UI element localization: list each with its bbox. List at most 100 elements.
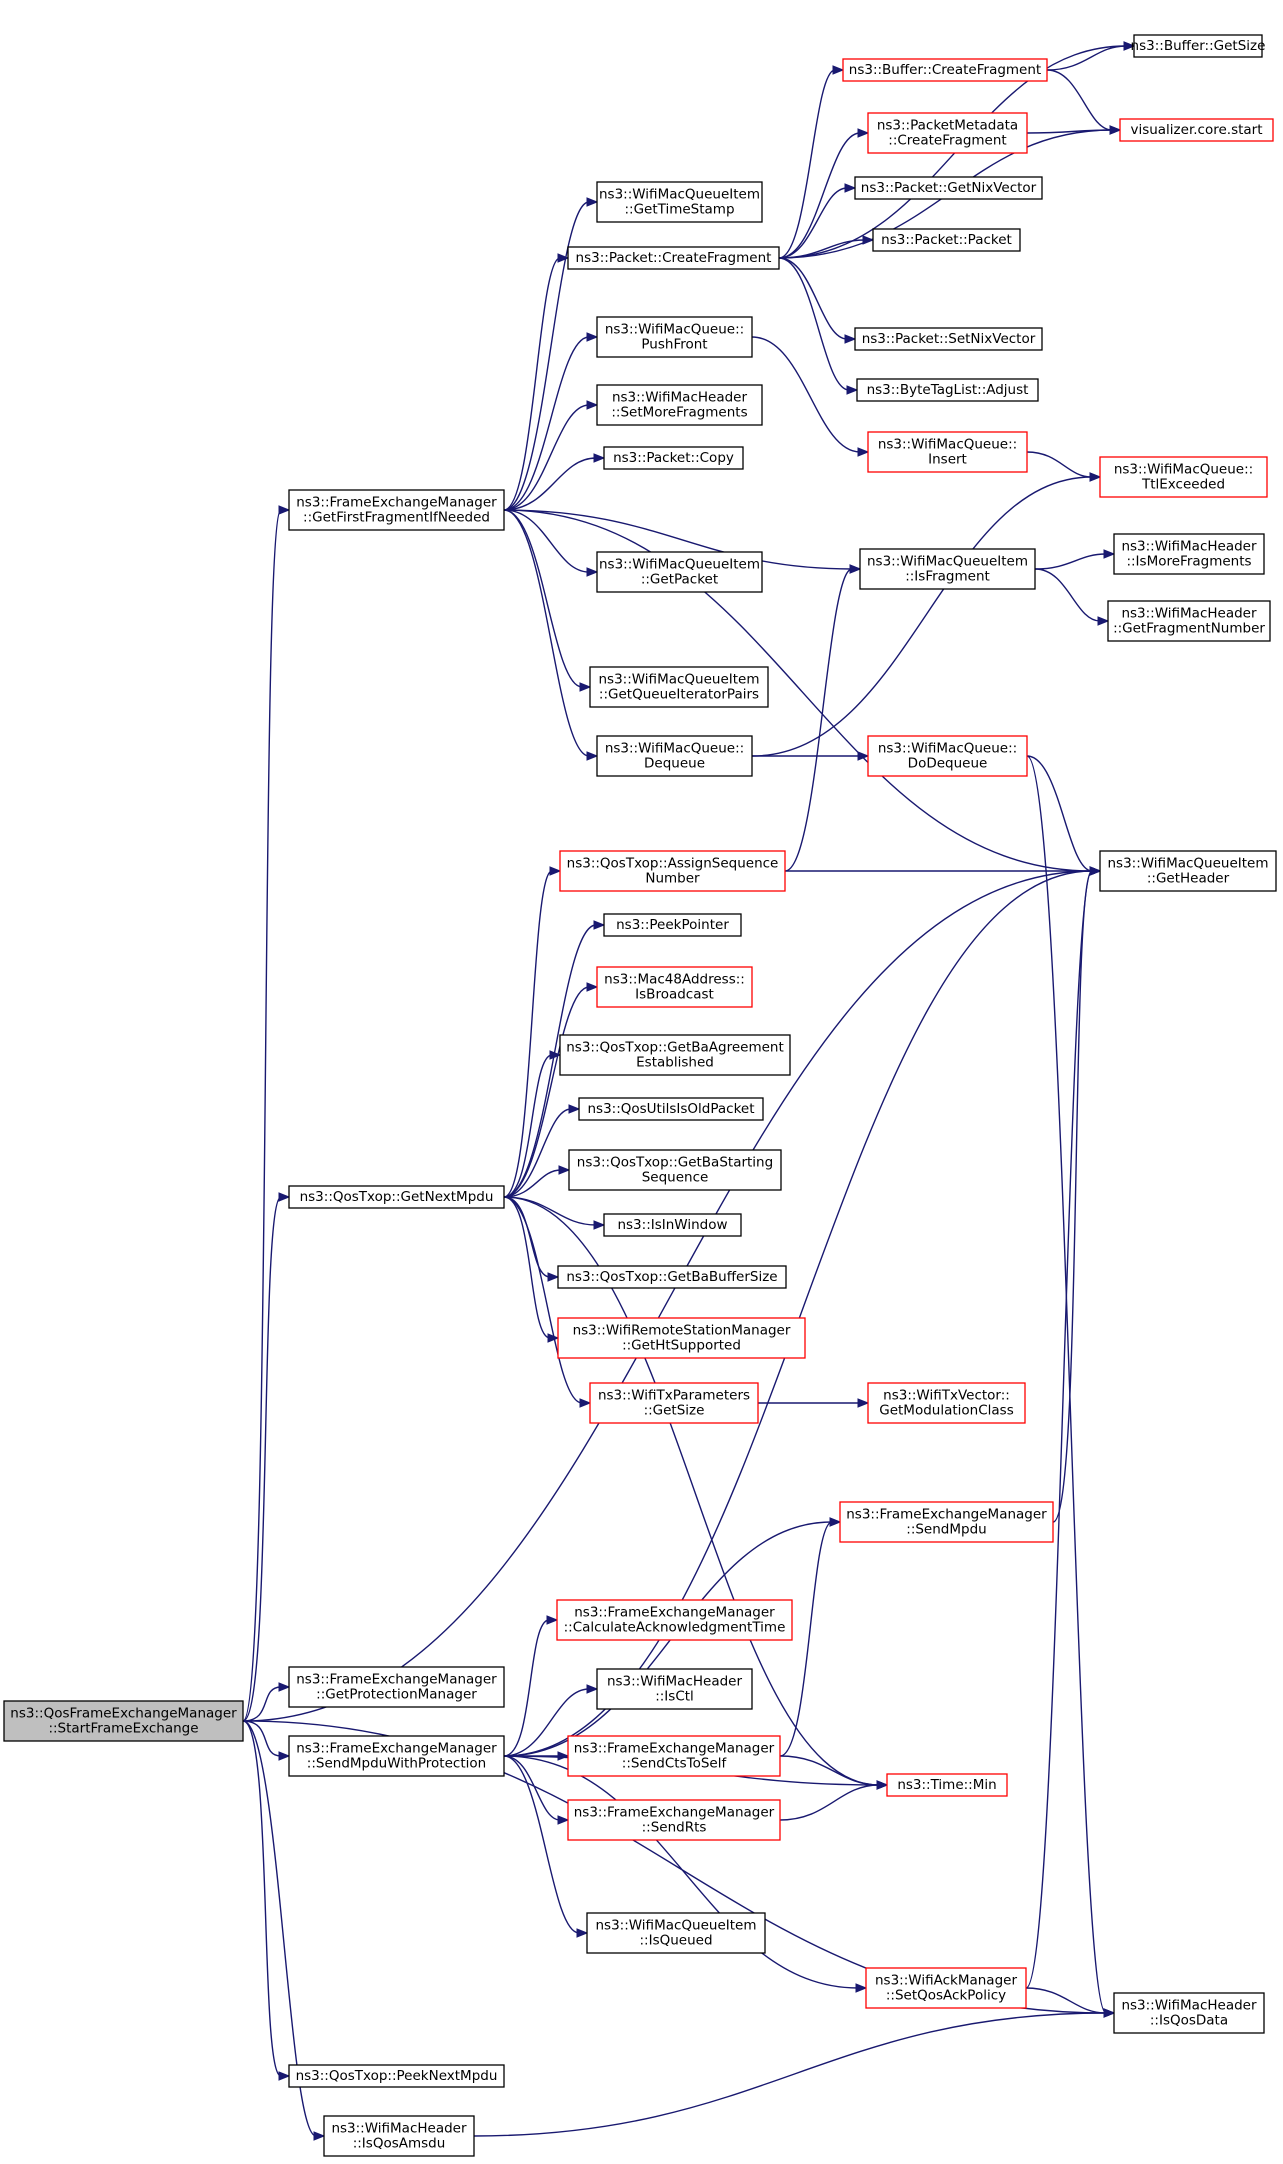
node-box[interactable] (557, 1265, 787, 1289)
node-box[interactable] (1119, 118, 1274, 142)
node-bufGetSize[interactable]: ns3::Buffer::GetSize (1131, 34, 1266, 58)
node-getFirstFrag[interactable]: ns3::FrameExchangeManager::GetFirstFragm… (288, 489, 505, 531)
node-vizStart[interactable]: visualizer.core.start (1119, 118, 1274, 142)
node-box[interactable] (842, 58, 1048, 82)
node-box[interactable] (603, 913, 742, 937)
node-box[interactable] (567, 246, 780, 270)
node-box[interactable] (867, 431, 1028, 473)
node-getNix[interactable]: ns3::Packet::GetNixVector (854, 176, 1043, 200)
node-box[interactable] (603, 1213, 742, 1237)
node-box[interactable] (865, 1967, 1027, 2009)
node-box[interactable] (854, 176, 1043, 200)
node-ttlExceeded[interactable]: ns3::WifiMacQueue::TtlExceeded (1099, 456, 1268, 498)
node-pktCreateFrag[interactable]: ns3::Packet::CreateFragment (567, 246, 780, 270)
node-sendMpdu[interactable]: ns3::FrameExchangeManager::SendMpdu (839, 1501, 1054, 1543)
node-sendMpduWP[interactable]: ns3::FrameExchangeManager::SendMpduWithP… (288, 1735, 505, 1777)
node-getHeader[interactable]: ns3::WifiMacQueueItem::GetHeader (1099, 850, 1277, 892)
node-box[interactable] (556, 1599, 793, 1641)
node-dequeue[interactable]: ns3::WifiMacQueue::Dequeue (596, 735, 753, 777)
node-box[interactable] (288, 1735, 505, 1777)
node-box[interactable] (3, 1700, 244, 1742)
node-box[interactable] (568, 1149, 782, 1191)
node-box[interactable] (1133, 34, 1263, 58)
node-getProtMgr[interactable]: ns3::FrameExchangeManager::GetProtection… (288, 1666, 505, 1708)
node-box[interactable] (567, 1799, 781, 1841)
node-packet[interactable]: ns3::Packet::Packet (872, 228, 1021, 252)
node-box[interactable] (867, 735, 1028, 777)
node-box[interactable] (603, 446, 744, 470)
node-adjust[interactable]: ns3::ByteTagList::Adjust (856, 378, 1039, 402)
node-root[interactable]: ns3::QosFrameExchangeManager::StartFrame… (3, 1700, 244, 1742)
node-txParamsSize[interactable]: ns3::WifiTxParameters::GetSize (589, 1382, 759, 1424)
node-isCtl[interactable]: ns3::WifiMacHeader::IsCtl (596, 1668, 753, 1710)
node-box[interactable] (589, 666, 769, 708)
node-box[interactable] (1107, 600, 1271, 642)
node-isMoreFrag[interactable]: ns3::WifiMacHeader::IsMoreFragments (1113, 533, 1265, 575)
node-getFragNum[interactable]: ns3::WifiMacHeader::GetFragmentNumber (1107, 600, 1271, 642)
node-doDequeue[interactable]: ns3::WifiMacQueue::DoDequeue (867, 735, 1028, 777)
node-box[interactable] (596, 384, 763, 426)
node-getPacket[interactable]: ns3::WifiMacQueueItem::GetPacket (596, 551, 763, 593)
node-peekPointer[interactable]: ns3::PeekPointer (603, 913, 742, 937)
node-box[interactable] (596, 316, 753, 358)
node-getBaBuf[interactable]: ns3::QosTxop::GetBaBufferSize (557, 1265, 787, 1289)
node-box[interactable] (856, 378, 1039, 402)
node-box[interactable] (559, 1034, 791, 1076)
node-bufCreateFrag[interactable]: ns3::Buffer::CreateFragment (842, 58, 1048, 82)
node-box[interactable] (859, 548, 1036, 590)
node-getTimeStamp[interactable]: ns3::WifiMacQueueItem::GetTimeStamp (596, 181, 763, 223)
node-isQosAmsdu[interactable]: ns3::WifiMacHeader::IsQosAmsdu (323, 2115, 475, 2157)
node-box[interactable] (288, 1185, 505, 1209)
node-sendCts[interactable]: ns3::FrameExchangeManager::SendCtsToSelf (567, 1735, 781, 1777)
node-box[interactable] (839, 1501, 1054, 1543)
node-box[interactable] (288, 1666, 505, 1708)
node-box[interactable] (1099, 456, 1268, 498)
node-box[interactable] (1113, 1992, 1265, 2034)
node-isOldPacket[interactable]: ns3::QosUtilsIsOldPacket (578, 1097, 764, 1121)
node-isInWindow[interactable]: ns3::IsInWindow (603, 1213, 742, 1237)
node-box[interactable] (288, 489, 505, 531)
node-getModClass[interactable]: ns3::WifiTxVector::GetModulationClass (867, 1382, 1026, 1424)
node-getNextMpdu[interactable]: ns3::QosTxop::GetNextMpdu (288, 1185, 505, 1209)
node-box[interactable] (596, 181, 763, 223)
node-box[interactable] (288, 2064, 505, 2088)
node-peekNextMpdu[interactable]: ns3::QosTxop::PeekNextMpdu (288, 2064, 505, 2088)
node-pktCopy[interactable]: ns3::Packet::Copy (603, 446, 744, 470)
node-box[interactable] (559, 850, 786, 892)
node-setNix[interactable]: ns3::Packet::SetNixVector (854, 327, 1043, 351)
node-insert[interactable]: ns3::WifiMacQueue::Insert (867, 431, 1028, 473)
node-box[interactable] (867, 112, 1028, 154)
node-box[interactable] (1099, 850, 1277, 892)
node-box[interactable] (586, 1912, 766, 1954)
node-box[interactable] (323, 2115, 475, 2157)
node-isFragment[interactable]: ns3::WifiMacQueueItem::IsFragment (859, 548, 1036, 590)
node-box[interactable] (872, 228, 1021, 252)
node-box[interactable] (578, 1097, 764, 1121)
node-getHtSup[interactable]: ns3::WifiRemoteStationManager::GetHtSupp… (557, 1317, 806, 1359)
node-box[interactable] (589, 1382, 759, 1424)
node-getQIP[interactable]: ns3::WifiMacQueueItem::GetQueueIteratorP… (589, 666, 769, 708)
node-box[interactable] (596, 966, 753, 1008)
node-setMoreFrag[interactable]: ns3::WifiMacHeader::SetMoreFragments (596, 384, 763, 426)
node-isQosData[interactable]: ns3::WifiMacHeader::IsQosData (1113, 1992, 1265, 2034)
node-pmCreateFrag[interactable]: ns3::PacketMetadata::CreateFragment (867, 112, 1028, 154)
node-pushFront[interactable]: ns3::WifiMacQueue::PushFront (596, 316, 753, 358)
node-box[interactable] (596, 1668, 753, 1710)
node-box[interactable] (596, 735, 753, 777)
node-isQueued[interactable]: ns3::WifiMacQueueItem::IsQueued (586, 1912, 766, 1954)
node-box[interactable] (1113, 533, 1265, 575)
node-box[interactable] (886, 1773, 1008, 1797)
node-timeMin[interactable]: ns3::Time::Min (886, 1773, 1008, 1797)
node-box[interactable] (567, 1735, 781, 1777)
node-sendRts[interactable]: ns3::FrameExchangeManager::SendRts (567, 1799, 781, 1841)
node-box[interactable] (854, 327, 1043, 351)
node-isBroadcast[interactable]: ns3::Mac48Address::IsBroadcast (596, 966, 753, 1008)
node-setQosAck[interactable]: ns3::WifiAckManager::SetQosAckPolicy (865, 1967, 1027, 2009)
node-box[interactable] (596, 551, 763, 593)
node-box[interactable] (867, 1382, 1026, 1424)
node-box[interactable] (557, 1317, 806, 1359)
node-calcAck[interactable]: ns3::FrameExchangeManager::CalculateAckn… (556, 1599, 793, 1641)
